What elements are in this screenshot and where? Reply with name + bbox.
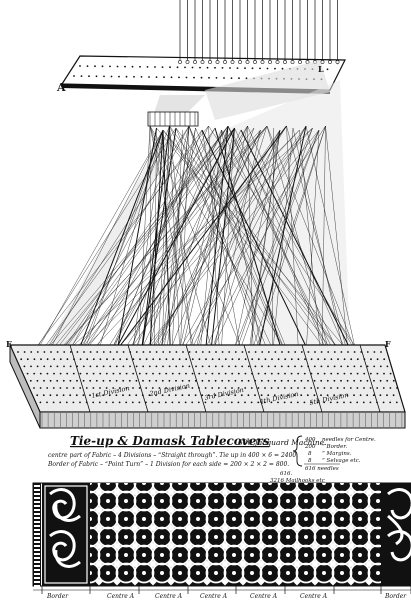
tally-block: 400 needles for Centre. 200 ” Border. 8 …: [270, 437, 376, 484]
note-border: Border of Fabric – “Point Turn” – 1 Divi…: [47, 461, 289, 468]
tally-total-2: 616.: [280, 471, 292, 477]
bottom-label-centre-5: Centre A: [300, 593, 328, 600]
machine-label: 600 Jacquard Machine.: [238, 438, 326, 447]
division-dividers: [41, 344, 403, 427]
corner-label-a: A: [56, 81, 66, 94]
tally-total: 616 needles: [305, 466, 339, 472]
tally-value-2: 200: [304, 444, 316, 450]
right-border-panel: [381, 483, 411, 586]
tally-value-3: 8: [308, 451, 312, 457]
note-centre: centre part of Fabric – 4 Divisions – “S…: [48, 452, 298, 459]
bottom-label-border-left: Border: [46, 593, 69, 600]
bottom-label-centre-3: Centre A: [200, 593, 228, 600]
damask-pattern-strip: [32, 482, 411, 587]
tally-brace: [292, 435, 303, 467]
harness-cords: [25, 125, 368, 368]
bottom-label-border-right: Border: [384, 593, 407, 600]
tally-text-3: ” Margins.: [322, 451, 352, 457]
left-border-panel: [42, 483, 90, 586]
corner-label-l: L: [318, 64, 324, 74]
harness-label-f: F: [385, 339, 391, 349]
tally-text-4: ” Selvage etc.: [322, 458, 361, 464]
comber-board: [9, 344, 406, 429]
comber-holes: [17, 351, 398, 404]
centre-lattice: [90, 483, 381, 586]
diagram-title: Tie-up & Damask Tablecovers: [70, 434, 270, 448]
tally-text-1: needles for Centre.: [322, 437, 376, 443]
bottom-label-centre-2: Centre A: [155, 593, 183, 600]
bottom-label-centre-1: Centre A: [107, 593, 135, 600]
shaded-cord-planes: [45, 60, 350, 350]
bottom-label-centre-4: Centre A: [250, 593, 278, 600]
intermediate-block: [147, 111, 199, 127]
machine-hooks: [178, 0, 340, 65]
left-ruler: [33, 483, 41, 587]
tally-text-2: ” Border.: [322, 444, 347, 450]
tally-value-4: 8: [308, 458, 312, 464]
tally-note: 3216 Mailhooks etc: [270, 478, 325, 484]
bottom-ruler: [33, 586, 411, 594]
tally-value-1: 400: [304, 437, 316, 443]
harness-label-e: E: [6, 339, 12, 349]
